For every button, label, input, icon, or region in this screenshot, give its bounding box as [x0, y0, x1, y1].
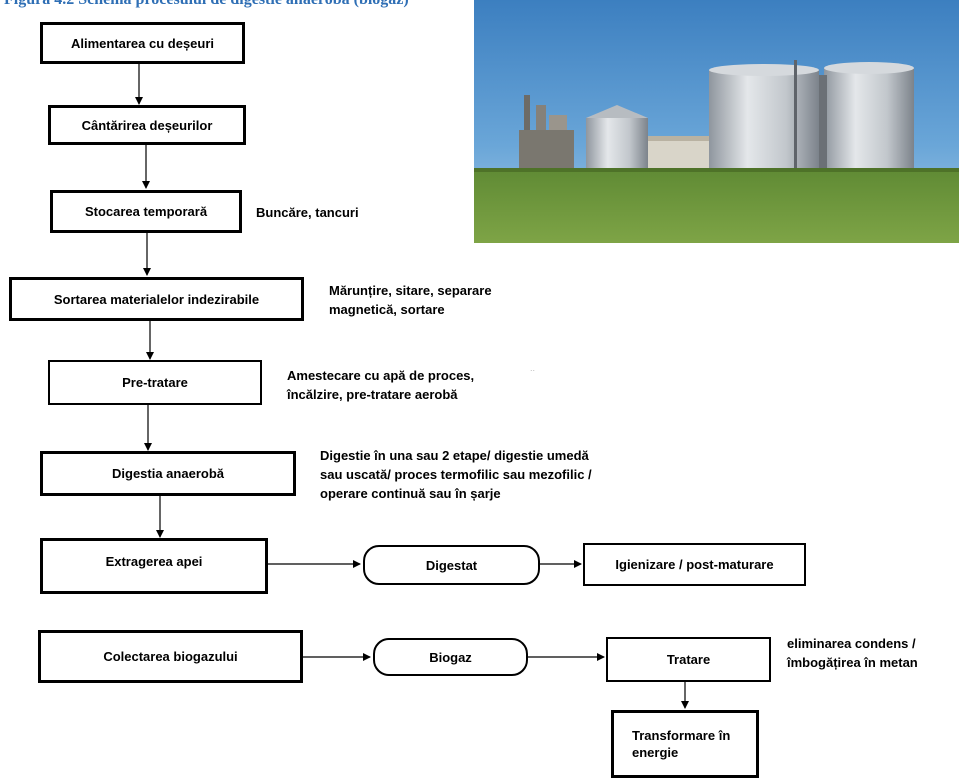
scan-artifact: .. — [530, 363, 536, 373]
note-sortarea: Mărunțire, sitare, separare magnetică, s… — [329, 283, 492, 317]
box-cantarirea: Cântărirea deșeurilor — [48, 105, 246, 145]
box-sortarea: Sortarea materialelor indezirabile — [9, 277, 304, 321]
note-stocarea: Buncăre, tancuri — [256, 205, 359, 220]
box-alimentarea: Alimentarea cu deșeuri — [40, 22, 245, 64]
note-pretratare: Amestecare cu apă de proces, încălzire, … — [287, 368, 475, 402]
box-igienizare: Igienizare / post-maturare — [583, 543, 806, 586]
box-extragerea: Extragerea apei — [40, 538, 268, 594]
biogas-plant-photo — [474, 0, 959, 243]
box-tratare: Tratare — [606, 637, 771, 682]
box-pretratare: Pre-tratare — [48, 360, 262, 405]
box-colectarea: Colectarea biogazului — [38, 630, 303, 683]
figure-title: Figura 4.2 Schema procesului de digestie… — [4, 0, 784, 9]
box-transformare: Transformare în energie — [611, 710, 759, 778]
note-tratare: eliminarea condens / îmbogățirea în meta… — [787, 636, 918, 670]
note-digestia: Digestie în una sau 2 etape/ digestie um… — [320, 448, 592, 501]
box-biogaz: Biogaz — [373, 638, 528, 676]
box-digestat: Digestat — [363, 545, 540, 585]
box-stocarea: Stocarea temporară — [50, 190, 242, 233]
biogas-plant-illustration — [474, 0, 959, 243]
box-digestia: Digestia anaerobă — [40, 451, 296, 496]
